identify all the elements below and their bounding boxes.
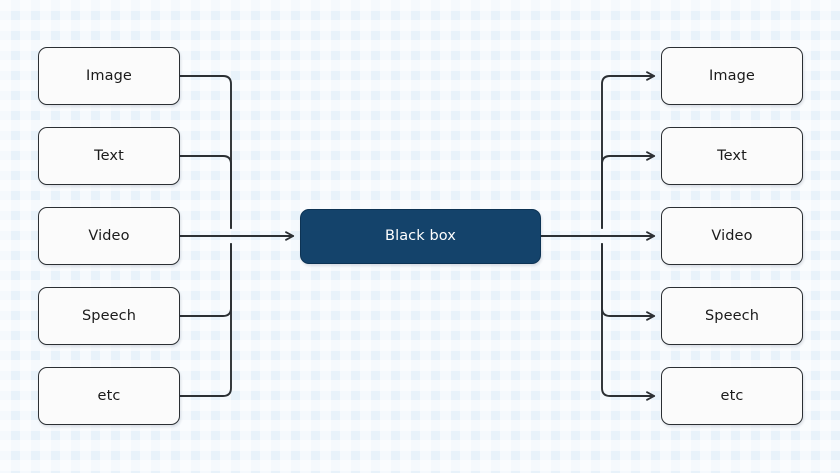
output-speech[interactable]: Speech (661, 287, 803, 345)
output-text[interactable]: Text (661, 127, 803, 185)
input-image-label: Image (86, 67, 132, 84)
input-text-label: Text (94, 147, 124, 164)
input-video-label: Video (88, 227, 130, 244)
wire-speech-to-bus (179, 243, 232, 317)
input-etc[interactable]: etc (38, 367, 180, 425)
output-etc-label: etc (720, 387, 744, 404)
output-speech-label: Speech (704, 307, 759, 324)
output-text-label: Text (717, 147, 747, 164)
output-etc[interactable]: etc (661, 367, 803, 425)
black-box-node[interactable]: Black box (300, 209, 541, 264)
input-etc-label: etc (97, 387, 121, 404)
output-video-label: Video (711, 227, 753, 244)
input-text[interactable]: Text (38, 127, 180, 185)
arrow-blackbox-to-speech (601, 243, 656, 321)
arrow-blackbox-to-text (601, 151, 656, 229)
input-video[interactable]: Video (38, 207, 180, 265)
output-image[interactable]: Image (661, 47, 803, 105)
input-speech[interactable]: Speech (38, 287, 180, 345)
input-speech-label: Speech (81, 307, 136, 324)
output-video[interactable]: Video (661, 207, 803, 265)
input-image[interactable]: Image (38, 47, 180, 105)
black-box-label: Black box (385, 228, 456, 245)
arrow-blackbox-to-image (601, 71, 656, 229)
arrow-blackbox-to-etc (601, 243, 656, 401)
wire-etc-to-bus (179, 243, 232, 397)
wire-image-to-bus (179, 75, 232, 229)
output-image-label: Image (709, 67, 755, 84)
wire-text-to-bus (179, 155, 232, 229)
